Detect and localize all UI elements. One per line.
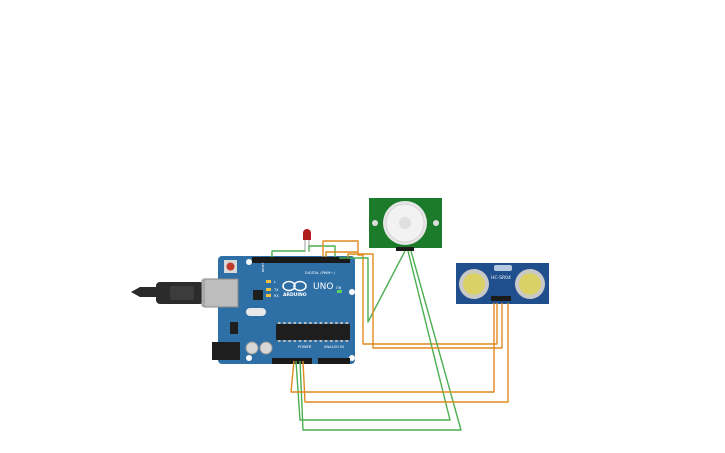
mounting-hole [349, 355, 355, 361]
led-cathode-wire[interactable] [271, 250, 305, 257]
pir-potentiometer[interactable] [433, 220, 439, 226]
reset-button-cap[interactable] [226, 262, 235, 271]
us-trig-wire[interactable] [347, 253, 503, 349]
chip-pin [309, 340, 312, 342]
tx-led [266, 288, 271, 291]
power-header[interactable] [272, 358, 312, 364]
pir-motion-sensor[interactable] [369, 198, 442, 251]
chip-pin [304, 340, 307, 342]
mounting-hole [246, 355, 252, 361]
mounting-hole [246, 259, 252, 265]
analog-header-label: ANALOG IN [324, 345, 344, 349]
ultrasonic-model-label: HC-SR04 [491, 275, 511, 281]
l-led-label: L [274, 280, 276, 284]
wires-group [271, 240, 509, 431]
capacitor [245, 341, 259, 355]
chip-pin [278, 322, 281, 324]
us-echo-wire[interactable] [325, 251, 358, 257]
ultrasonic-mesh-right [519, 273, 541, 295]
ultrasonic-pin-header[interactable] [491, 296, 511, 301]
rx-led [266, 294, 271, 297]
ultrasonic-crystal [494, 265, 512, 271]
chip-pin [319, 340, 323, 342]
ultrasonic-mesh-left [463, 273, 485, 295]
voltage-regulator [230, 322, 238, 334]
chip-pin [283, 340, 286, 342]
chip-pin [330, 322, 333, 324]
tx-led-label: TX [273, 288, 279, 292]
red-led[interactable] [303, 229, 311, 252]
pir-signal-wire[interactable] [339, 250, 406, 323]
arduino-uno-board[interactable]: L TX RX ON ARDUINO UNO DIGITAL (PWM~) RE… [203, 256, 355, 364]
chip-pin [293, 322, 297, 324]
chip-pin [278, 340, 281, 342]
digital-header[interactable] [252, 257, 350, 263]
chip-pin [298, 322, 302, 324]
l-led [266, 280, 271, 283]
reset-label: RESET [261, 262, 265, 272]
led-body [303, 229, 311, 240]
atmega-chip-pins [278, 322, 349, 342]
usb-cable-end [131, 287, 158, 297]
chip-pin [324, 340, 328, 342]
arduino-logo-icon [282, 280, 307, 292]
chip-pin [288, 340, 291, 342]
arduino-brand-text: ARDUINO [283, 292, 307, 298]
us-vcc-wire[interactable] [290, 303, 495, 393]
usb-chip [253, 290, 263, 300]
chip-pin [283, 322, 286, 324]
digital-header-label: DIGITAL (PWM~) [305, 271, 335, 275]
chip-pin [340, 322, 343, 324]
chip-pin [340, 340, 343, 342]
analog-header[interactable] [318, 358, 350, 364]
chip-pin [345, 322, 349, 324]
chip-pin [345, 340, 349, 342]
capacitor [259, 341, 273, 355]
chip-pin [309, 322, 312, 324]
chip-pin [314, 322, 317, 324]
ultrasonic-sensor[interactable]: HC-SR04 [456, 263, 549, 304]
chip-pin [298, 340, 302, 342]
chip-pin [304, 322, 307, 324]
chip-pin [324, 322, 328, 324]
pir-vcc-wire[interactable] [322, 240, 498, 345]
pir-pin-header[interactable] [396, 247, 414, 251]
usb-plug-grip [170, 286, 194, 300]
crystal-oscillator [246, 308, 266, 316]
chip-pin [288, 322, 291, 324]
chip-pin [335, 322, 338, 324]
pir-ground-wire[interactable] [295, 250, 451, 421]
arduino-model-text: UNO [313, 282, 333, 292]
on-led [337, 290, 342, 293]
chip-pin [293, 340, 297, 342]
pir-potentiometer[interactable] [372, 220, 378, 226]
atmega-chip [276, 324, 350, 340]
power-header-label: POWER [298, 345, 312, 349]
power-jack [212, 342, 240, 360]
chip-pin [330, 340, 333, 342]
rx-led-label: RX [274, 294, 279, 298]
mounting-hole [349, 289, 355, 295]
pir-vcc-power-wire[interactable] [299, 250, 462, 431]
chip-pin [335, 340, 338, 342]
on-led-label: ON [336, 286, 342, 290]
pir-dome-center [399, 217, 411, 229]
usb-port [203, 278, 239, 308]
chip-pin [314, 340, 317, 342]
us-gnd-wire[interactable] [302, 303, 509, 403]
chip-pin [319, 322, 323, 324]
